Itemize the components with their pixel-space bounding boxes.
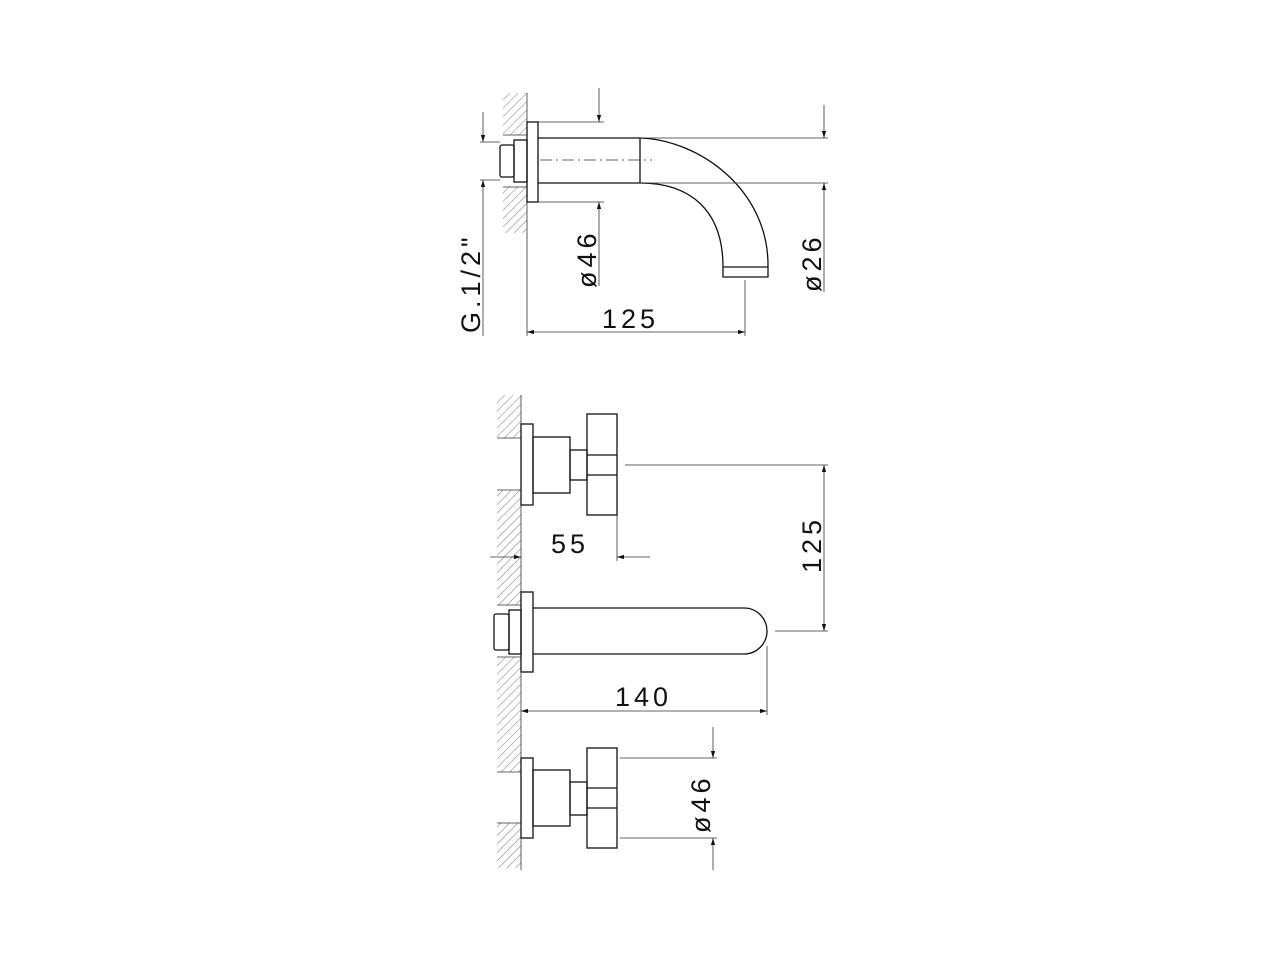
spout-diameter-label: ø26 [797, 233, 827, 292]
thread-size-label: G.1/2" [456, 233, 486, 333]
handle-projection-label: 55 [551, 529, 589, 559]
front-view: 55 125 140 ø46 [490, 395, 828, 870]
spout-side-view: G.1/2" ø46 ø26 125 [456, 88, 828, 336]
lower-valve-handle [520, 747, 618, 849]
wall-hatch [503, 93, 527, 135]
spout-length-label: 140 [615, 682, 672, 712]
wall-hatch [503, 187, 527, 233]
connector-nut [513, 139, 528, 183]
projection-label: 125 [602, 304, 659, 334]
flange-diameter-label: ø46 [572, 229, 602, 288]
wall-hatch [497, 490, 521, 605]
handle-to-spout-label: 125 [797, 516, 827, 573]
threaded-connector [499, 144, 515, 178]
spout-body [538, 137, 769, 278]
handle-diameter-label: ø46 [686, 774, 716, 833]
flange [526, 121, 539, 203]
spout-front [493, 591, 768, 673]
wall-hatch [497, 823, 521, 868]
wall-hatch [497, 657, 521, 772]
wall-hatch [497, 395, 521, 438]
upper-valve-handle [520, 413, 618, 516]
